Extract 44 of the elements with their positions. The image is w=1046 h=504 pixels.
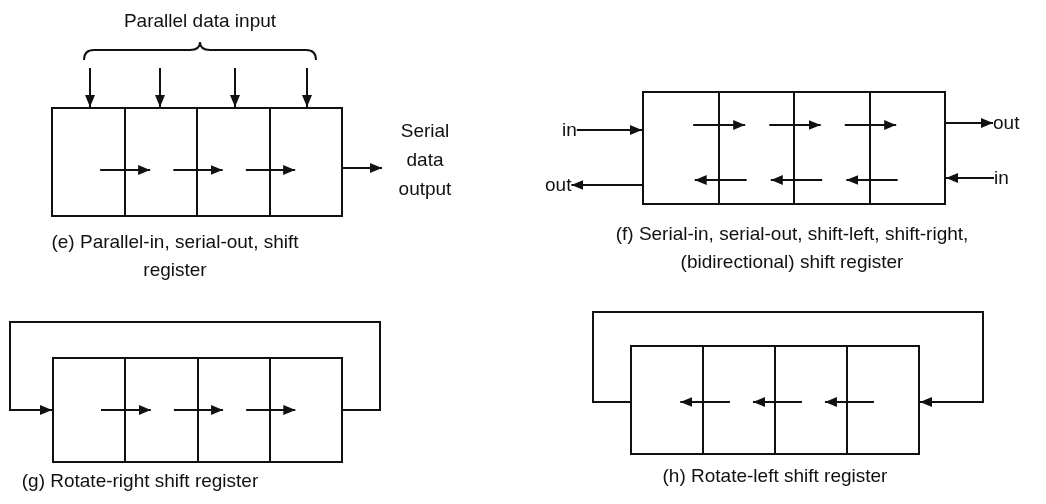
shift-arrow [100, 405, 152, 415]
arrow [230, 67, 240, 108]
figure-caption: (e) Parallel-in, serial-out, shift register [50, 230, 300, 282]
shift-arrow [823, 397, 875, 407]
shift-arrow [244, 165, 297, 175]
shift-arrow [768, 120, 822, 130]
shift-arrow [99, 165, 152, 175]
shift-arrow [172, 165, 224, 175]
register-cell [642, 93, 720, 203]
arrow [85, 67, 95, 108]
arrow [575, 125, 643, 135]
signal-label: Serial data output [382, 116, 468, 203]
shift-register [642, 91, 946, 205]
shift-arrow [679, 397, 731, 407]
figure-caption: (h) Rotate-left shift register [662, 464, 888, 488]
arrow [945, 118, 994, 128]
shift-arrow [692, 120, 747, 130]
shift-arrow [172, 405, 225, 415]
register-cell [51, 109, 126, 215]
shift-arrow [693, 175, 748, 185]
signal-label: out [993, 108, 1020, 137]
figure-caption: (g) Rotate-right shift register [21, 469, 259, 493]
shift-register [52, 357, 343, 463]
shift-arrow [769, 175, 824, 185]
shift-arrow [751, 397, 803, 407]
bus-label: Parallel data input [123, 9, 277, 33]
figure-caption: (f) Serial-in, serial-out, shift-left, shift-right, (bidirectional) shift register [614, 222, 970, 274]
shift-arrow [845, 175, 899, 185]
feedback-arrow [9, 321, 381, 415]
shift-register [51, 107, 343, 217]
signal-label: out [545, 170, 572, 199]
arrow [945, 173, 995, 183]
arrow [155, 67, 165, 108]
arrow [570, 180, 643, 190]
signal-label: in [994, 163, 1009, 192]
shift-arrow [843, 120, 898, 130]
register-cell [52, 359, 127, 461]
arrow [342, 163, 383, 173]
signal-label: in [562, 115, 577, 144]
register-cell [630, 347, 704, 453]
shift-arrow [245, 405, 297, 415]
shift-register [630, 345, 920, 455]
arrow [302, 67, 312, 108]
feedback-arrow [592, 311, 984, 407]
